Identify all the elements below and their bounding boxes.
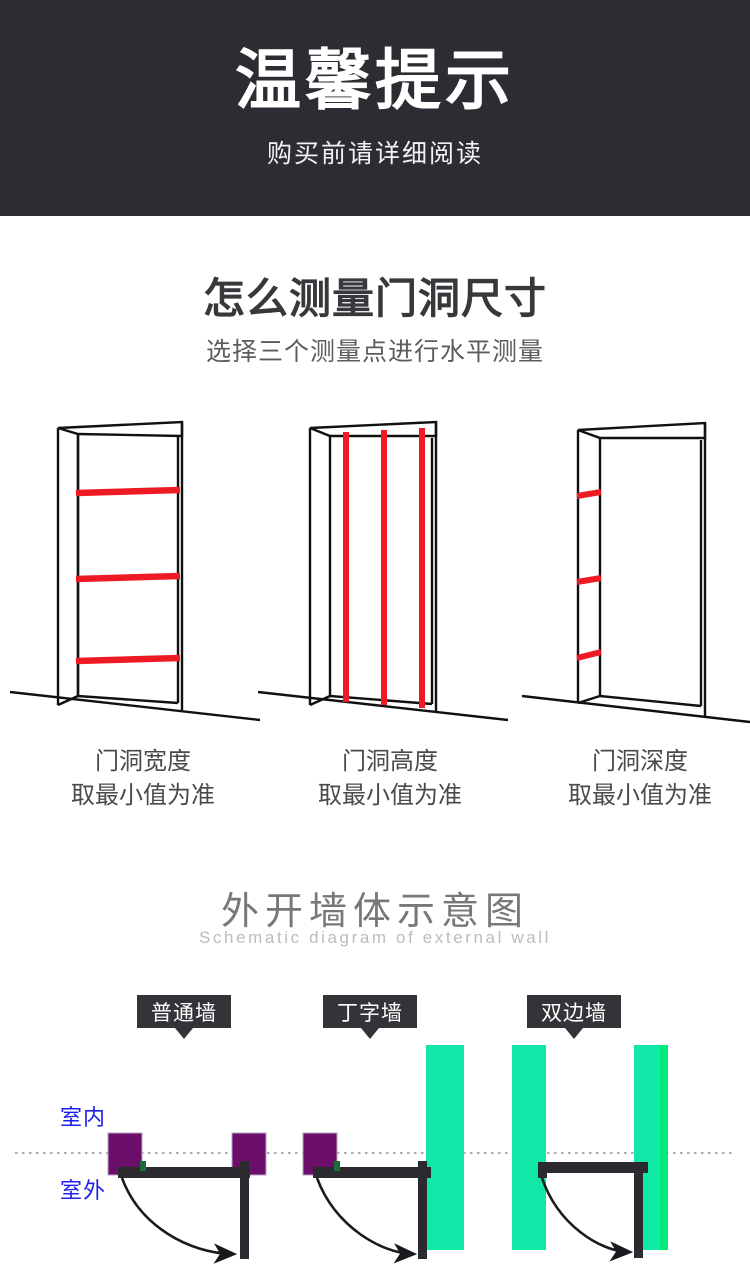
wall-section-subtitle: Schematic diagram of external wall [198, 928, 552, 947]
green-wall-t [426, 1045, 464, 1250]
caption-line-2: 取最小值为准 [568, 782, 712, 810]
caption-line-2: 取最小值为准 [71, 782, 215, 810]
caption-line-1: 门洞高度 [342, 748, 438, 775]
measure-section-subtitle: 选择三个测量点进行水平测量 [205, 338, 544, 366]
door-figure-captions: 门洞宽度 取最小值为准 门洞高度 取最小值为准 门洞深度 取最小值为准 [0, 745, 750, 815]
door-swing-arc [315, 1177, 418, 1264]
hinge-marker [140, 1161, 146, 1171]
door-width-svg [9, 420, 261, 722]
badge-normal-wall: 普通墙 [137, 995, 231, 1039]
caption-door-height: 门洞高度 取最小值为准 [265, 745, 515, 813]
caption-line-2: 取最小值为准 [318, 782, 462, 810]
banner-subtitle: 购买前请详细阅读 [266, 139, 483, 168]
wall-section-title: 外开墙体示意图 [220, 891, 529, 933]
caption-door-width: 门洞宽度 取最小值为准 [18, 745, 268, 813]
plan-double-wall [538, 1162, 648, 1262]
door-height-figure [257, 400, 509, 740]
door-leaf [634, 1162, 643, 1258]
caption-line-1: 门洞宽度 [95, 748, 191, 775]
frame-left-stub [538, 1162, 547, 1178]
badge-double-wall: 双边墙 [527, 995, 621, 1039]
door-frame-top [538, 1162, 648, 1173]
green-wall-left [512, 1045, 546, 1250]
badge-label: 丁字墙 [337, 1001, 403, 1025]
outdoor-label: 室外 [60, 1178, 107, 1203]
door-leaf [418, 1161, 427, 1259]
badge-t-wall: 丁字墙 [323, 995, 417, 1039]
caption-door-depth: 门洞深度 取最小值为准 [515, 745, 750, 813]
wall-diagram: 普通墙 丁字墙 双边墙 室内 室外 [0, 995, 750, 1274]
hinge-marker [334, 1161, 340, 1171]
badge-label: 普通墙 [151, 1001, 217, 1025]
door-frame-top [118, 1167, 250, 1178]
measure-section-title: 怎么测量门洞尺寸 [202, 275, 547, 322]
door-figures [0, 400, 750, 740]
badge-label: 双边墙 [541, 1001, 607, 1025]
plan-normal-wall [107, 1132, 267, 1264]
plan-t-wall [302, 1132, 431, 1264]
door-swing-arc [540, 1177, 634, 1262]
indoor-label: 室内 [60, 1105, 107, 1130]
wall-plan-svg [15, 1045, 735, 1264]
door-frame-top [313, 1167, 431, 1178]
green-wall-right-edge [660, 1045, 668, 1250]
door-depth-svg [521, 421, 750, 724]
door-depth-figure [500, 400, 750, 740]
header-banner: 温馨提示 购买前请详细阅读 [0, 0, 750, 216]
door-height-svg [257, 420, 509, 722]
caption-line-1: 门洞深度 [592, 748, 688, 775]
door-swing-arc [120, 1177, 238, 1264]
banner-title: 温馨提示 [235, 43, 515, 118]
door-width-figure [9, 400, 261, 740]
door-leaf [240, 1161, 249, 1259]
